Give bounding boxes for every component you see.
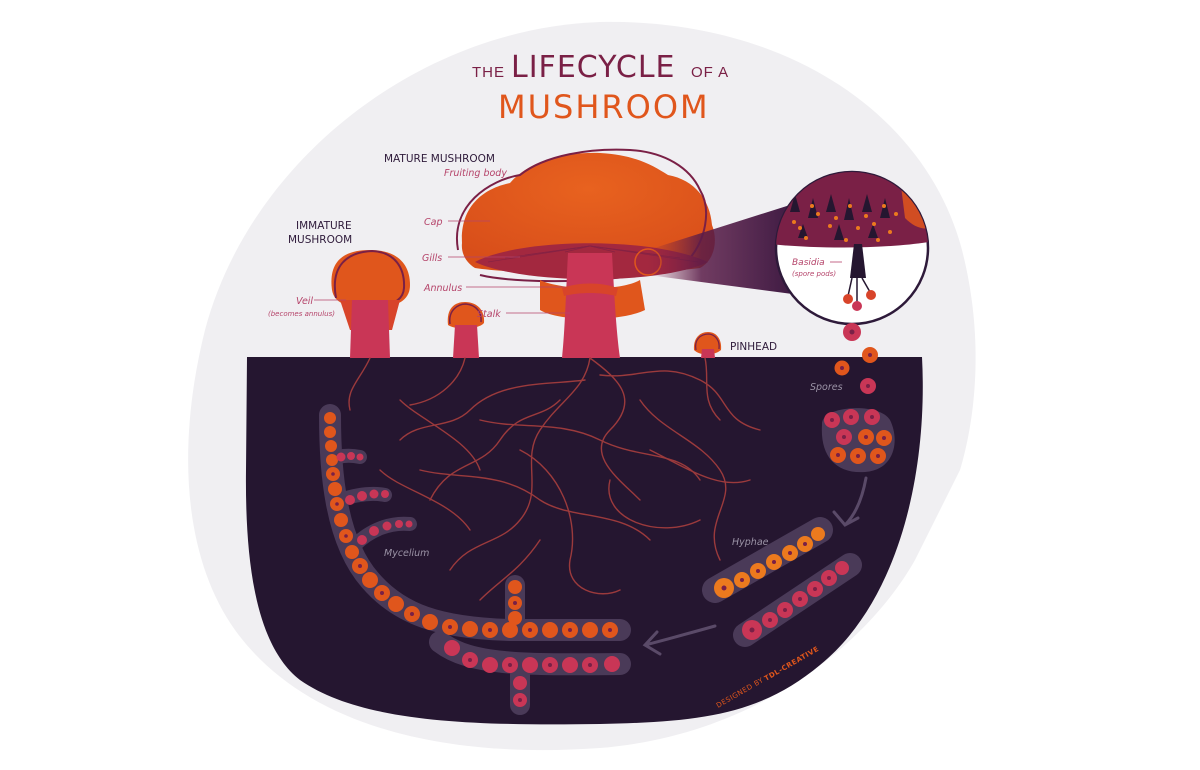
title-mushroom: MUSHROOM — [498, 88, 710, 126]
title-lifecycle: LIFECYCLE — [511, 50, 676, 85]
label-hyphae: Hyphae — [732, 537, 769, 548]
label-basidia-note: (spore pods) — [792, 270, 836, 278]
mycelium-beads-main — [324, 412, 620, 707]
falling-spores — [834, 323, 878, 394]
spore-cluster — [821, 408, 895, 473]
zoom-beam — [648, 205, 800, 295]
label-veil-note: (becomes annulus) — [268, 310, 335, 318]
title: THE LIFECYCLE OF A MUSHROOM — [472, 50, 729, 126]
label-immature-1: IMMATURE — [296, 220, 352, 232]
label-annulus: Annulus — [423, 283, 462, 294]
immature-cap — [331, 250, 410, 308]
hyphal-network — [348, 357, 761, 601]
label-immature-2: MUSHROOM — [288, 234, 352, 246]
label-stalk: Stalk — [477, 309, 501, 320]
hyphae-strands — [702, 517, 862, 647]
basidia-cells — [790, 194, 890, 240]
mature-stalk — [562, 253, 620, 358]
small-mushroom — [447, 302, 485, 358]
label-fruiting-body: Fruiting body — [444, 168, 507, 179]
mature-annulus — [562, 283, 618, 296]
label-gills: Gills — [422, 253, 442, 264]
arrow-to-mycelium — [642, 624, 717, 656]
immature-stalk — [350, 300, 390, 358]
label-basidia: Basidia — [792, 258, 825, 268]
label-mycelium: Mycelium — [384, 548, 429, 559]
spore-dots — [792, 204, 898, 242]
immature-mushroom — [331, 249, 410, 358]
label-veil: Veil — [296, 296, 313, 307]
label-cap: Cap — [424, 217, 443, 228]
label-pinhead: PINHEAD — [730, 341, 777, 353]
title-of-a: OF A — [691, 64, 729, 81]
mature-cap — [461, 152, 715, 274]
arrow-to-hyphae — [832, 476, 868, 527]
mycelium-network — [319, 404, 631, 715]
label-mature-mushroom: MATURE MUSHROOM — [384, 153, 495, 165]
mature-mushroom — [455, 148, 715, 358]
label-spores: Spores — [810, 382, 843, 393]
label-leaders — [314, 220, 570, 314]
basidium-stem — [850, 244, 866, 278]
pinhead-mushroom — [693, 332, 722, 358]
title-the: THE — [472, 64, 505, 81]
